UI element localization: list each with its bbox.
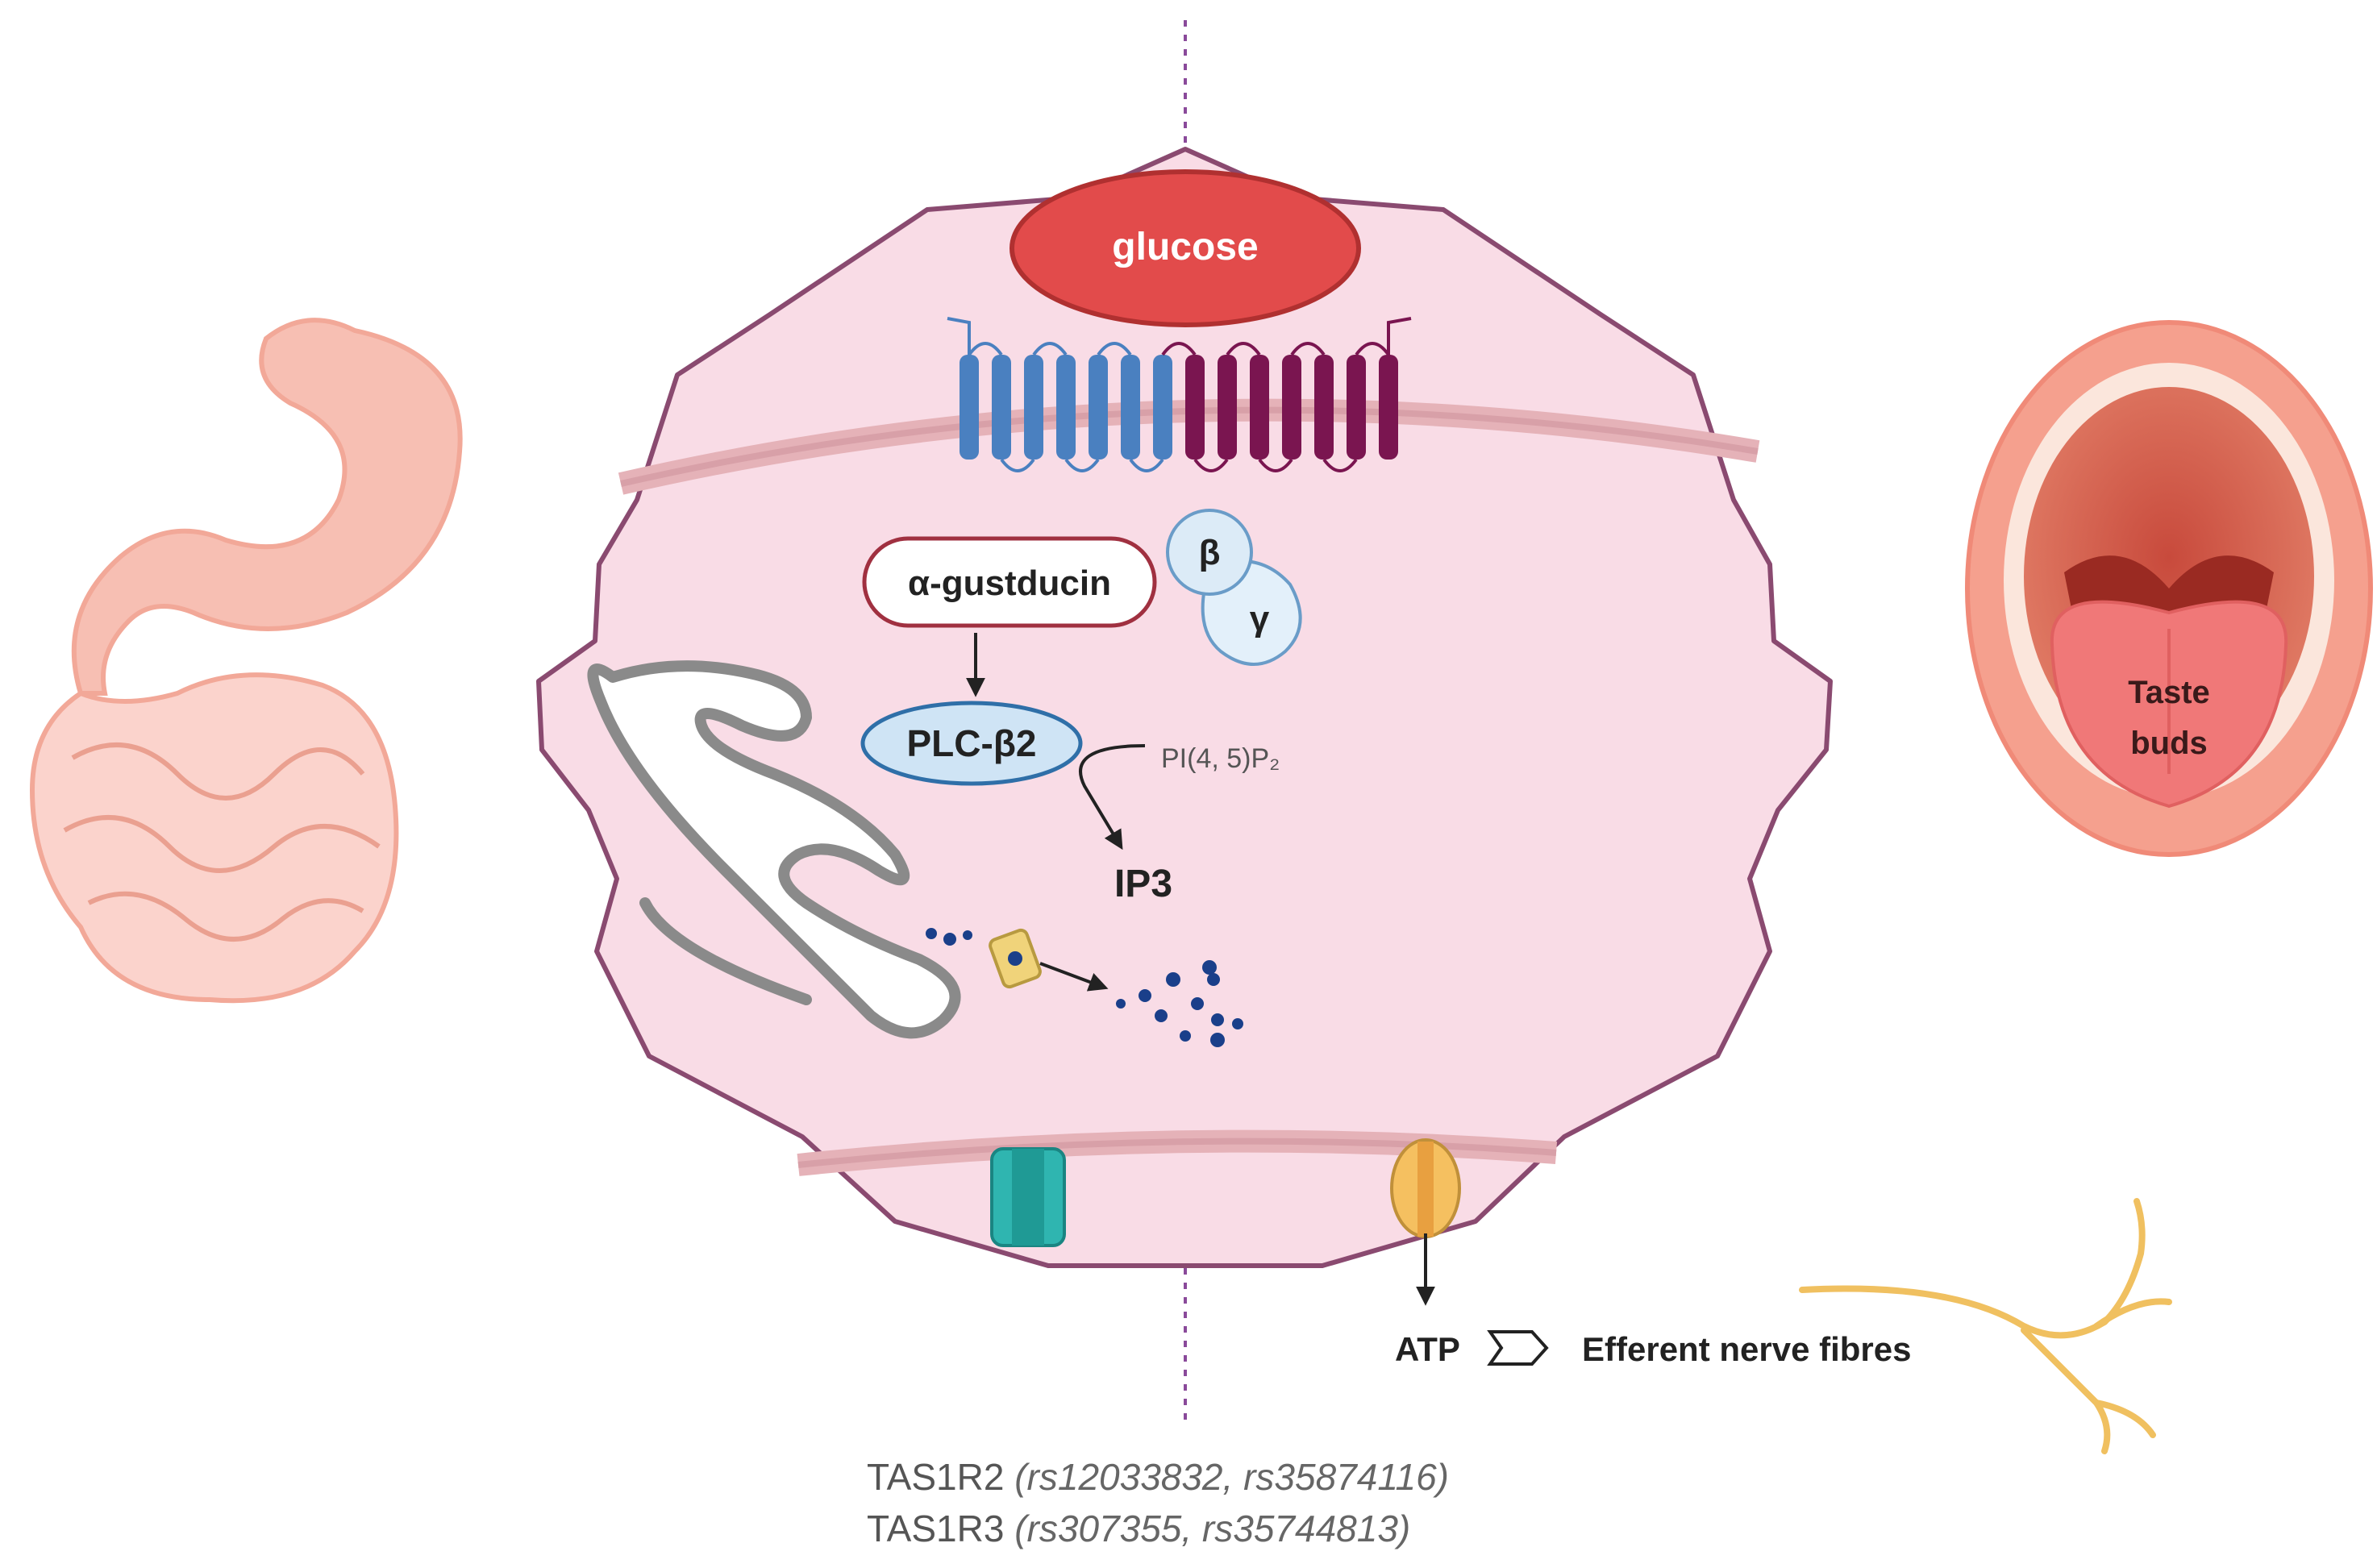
arrow-pip2-to-ip3 <box>1079 744 1146 851</box>
receptor-helix <box>1314 355 1334 460</box>
calcium-ion <box>1191 997 1204 1010</box>
caption-snps-tas1r3: (rs307355, rs35744813) <box>1014 1508 1411 1549</box>
glucose-label: glucose <box>1112 226 1258 268</box>
arrow-calcium-release <box>1039 962 1109 992</box>
basolateral-membrane-core <box>797 1138 1557 1168</box>
calcium-ion <box>943 933 956 946</box>
receptor-loop <box>1129 458 1164 472</box>
receptor-loop <box>1097 342 1132 356</box>
receptor-loop <box>1355 342 1390 356</box>
receptor-loop <box>1161 342 1197 356</box>
atp-label: ATP <box>1395 1330 1460 1368</box>
calcium-ion <box>963 930 972 940</box>
beta-label: β <box>1199 533 1221 572</box>
receptor-helix <box>1024 355 1043 460</box>
receptor-helix <box>960 355 979 460</box>
efferent-nerve-label: Efferent nerve fibres <box>1582 1330 1911 1368</box>
alpha-gustducin-box <box>862 536 1157 628</box>
open-mouth-icon <box>1965 320 2373 857</box>
receptor-helix <box>1282 355 1301 460</box>
receptor-loop <box>968 342 1003 356</box>
receptor-helix <box>1218 355 1237 460</box>
atp-channel-icon <box>1390 1138 1461 1238</box>
receptor-icon <box>947 317 1412 472</box>
receptor-loop <box>1032 342 1068 356</box>
receptor-n-terminus <box>1387 317 1412 355</box>
receptor-helix <box>1250 355 1269 460</box>
calcium-ion <box>1211 1013 1224 1026</box>
gamma-label: γ <box>1250 599 1270 638</box>
ion-channel-icon <box>990 1147 1066 1247</box>
caption-snps-tas1r2: (rs12033832, rs35874116) <box>1014 1456 1449 1498</box>
taste-buds-label-2: buds <box>2130 726 2208 761</box>
receptor-helix <box>992 355 1011 460</box>
ip3-label: IP3 <box>1114 863 1172 905</box>
calcium-ion <box>1008 951 1022 966</box>
alpha-gustducin-label: α-gustducin <box>908 564 1111 603</box>
calcium-ion <box>1232 1018 1243 1029</box>
caption-gene-tas1r3: TAS1R3 <box>867 1508 1005 1549</box>
glucose-molecule <box>1009 169 1361 327</box>
calcium-ion <box>1207 973 1220 986</box>
caption-line-1: TAS1R2 (rs12033832, rs35874116) <box>867 1451 1449 1503</box>
caption-gene-tas1r2: TAS1R2 <box>867 1456 1005 1498</box>
pip2-label: PI(4, 5)P₂ <box>1161 743 1280 774</box>
calcium-ion <box>1202 960 1217 975</box>
plc-beta2-label: PLC-β2 <box>907 722 1037 764</box>
receptor-loop <box>1064 458 1100 472</box>
receptor-loop <box>1226 342 1261 356</box>
caption-line-2: TAS1R3 (rs307355, rs35744813) <box>867 1503 1449 1554</box>
receptor-helix <box>1121 355 1140 460</box>
signal-chevron-icon <box>1487 1330 1549 1366</box>
receptor-helix <box>1185 355 1205 460</box>
calcium-ion <box>1139 989 1151 1002</box>
calcium-ion <box>1155 1009 1168 1022</box>
receptor-loop <box>1000 458 1035 472</box>
calcium-ion <box>1180 1030 1191 1042</box>
receptor-loop <box>1258 458 1293 472</box>
calcium-ion <box>1116 999 1126 1009</box>
receptor-loop <box>1290 342 1326 356</box>
receptor-helix <box>1347 355 1366 460</box>
receptor-helix <box>1153 355 1172 460</box>
calcium-ion <box>1166 972 1180 987</box>
taste-buds-label-1: Taste <box>2128 675 2210 710</box>
receptor-loop <box>1193 458 1229 472</box>
calcium-ion <box>1210 1033 1225 1047</box>
stomach-intestine-icon <box>29 318 463 1004</box>
nerve-fibre-icon <box>1799 1198 2172 1454</box>
gene-caption: TAS1R2 (rs12033832, rs35874116) TAS1R3 (… <box>867 1451 1449 1554</box>
receptor-loop <box>1322 458 1358 472</box>
er-icon <box>587 660 961 1039</box>
beta-subunit <box>1166 509 1253 596</box>
plc-beta2-ellipse <box>860 701 1083 786</box>
receptor-n-terminus <box>947 317 971 355</box>
receptor-helix <box>1089 355 1108 460</box>
calcium-ions <box>926 928 1243 1047</box>
receptor-helix <box>1056 355 1076 460</box>
receptor-helix <box>1379 355 1398 460</box>
calcium-ion <box>926 928 937 939</box>
